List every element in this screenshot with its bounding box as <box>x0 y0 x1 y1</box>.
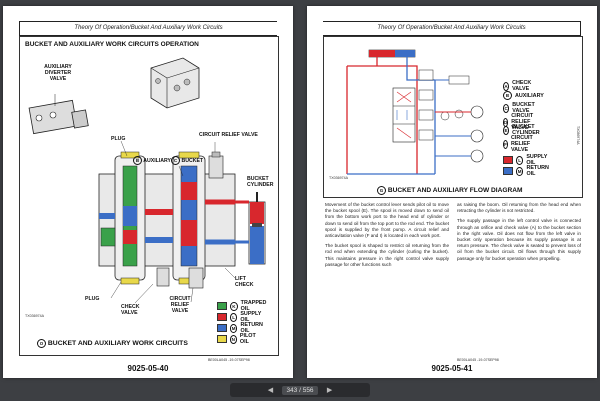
footer-ref: BE00LA045 -19-07SEP98 <box>457 358 499 362</box>
label-bucket-cylinder: BUCKET CYLINDER <box>247 176 274 188</box>
figure-caption: O BUCKET AND AUXILIARY WORK CIRCUITS <box>37 339 188 348</box>
callout-g: G <box>377 186 386 195</box>
callout-o: O <box>37 339 46 348</box>
right-page: Theory Of Operation/Bucket And Auxiliary… <box>307 6 597 378</box>
legend-label: SUPPLY OIL <box>526 154 548 166</box>
paragraph: The supply passage in the left control v… <box>457 218 581 261</box>
callout-b: B <box>133 156 142 165</box>
legend-label: RETURN OIL <box>240 322 263 334</box>
page-header: Theory Of Operation/Bucket And Auxiliary… <box>323 21 581 36</box>
diagram-code: TX036974A <box>329 176 348 180</box>
figure-frame <box>19 36 279 356</box>
callout-m: M <box>515 166 524 176</box>
label-plug-bottom: PLUG <box>85 296 100 302</box>
legend-label: TRAPPED OIL <box>240 300 267 312</box>
paragraph: The bucket spool is shaped to restrict o… <box>325 243 449 267</box>
body-column-right: as raising the boom. Oil returning from … <box>457 202 581 266</box>
svg-text:TX036974A: TX036974A <box>576 126 580 145</box>
callout-m: M <box>229 323 238 333</box>
callout-c: C <box>503 103 510 113</box>
label-circuit-relief-top: CIRCUIT RELIEF VALVE <box>199 132 258 138</box>
aux-diverter-valve-drawing <box>28 94 89 135</box>
legend-label: RETURN OIL <box>526 165 549 177</box>
previous-page-icon[interactable]: ◀ <box>267 387 274 394</box>
legend-label: AUXILIARY <box>515 92 544 99</box>
paragraph: as raising the boom. Oil returning from … <box>457 202 581 214</box>
callout-n: N <box>229 334 237 344</box>
callout-c: C <box>171 156 180 165</box>
body-column-left: Movement of the bucket control lever sen… <box>325 202 449 272</box>
callout-f: F <box>503 139 508 149</box>
legend-label: CHECK VALVE <box>512 80 532 92</box>
control-valve-cutaway-drawing <box>98 140 266 304</box>
hydraulic-valve-illustration <box>28 57 266 304</box>
diagram-title: G BUCKET AND AUXILIARY FLOW DIAGRAM <box>377 186 523 195</box>
flow-diagram-frame <box>323 36 583 198</box>
left-page: Theory Of Operation/Bucket And Auxiliary… <box>3 6 293 378</box>
label-auxiliary-text: AUXILIARY <box>143 158 172 164</box>
paragraph: Movement of the bucket control lever sen… <box>325 202 449 239</box>
figure-code: TX036974A <box>25 314 44 318</box>
footer-ref: BE00LA045 -19-07SEP98 <box>208 358 250 362</box>
callout-l: L <box>229 312 238 322</box>
page-number: 9025-05-41 <box>431 364 473 373</box>
label-lift-check: LIFT CHECK <box>235 276 254 288</box>
callout-e: E <box>503 125 510 135</box>
callout-l: L <box>515 155 524 165</box>
legend-label: PILOT OIL <box>239 333 256 345</box>
page-number: 9025-05-40 <box>127 364 169 373</box>
pdf-navigation-bar: ◀ 343 / 556 ▶ <box>230 383 370 397</box>
figure-caption-text: BUCKET AND AUXILIARY WORK CIRCUITS <box>47 340 188 347</box>
callout-b: B <box>503 91 512 100</box>
legend-label: CIRCUIT RELIEF VALVE <box>510 135 533 153</box>
legend-label: BUCKET VALVE <box>512 102 535 114</box>
page-header: Theory Of Operation/Bucket And Auxiliary… <box>19 21 277 36</box>
label-circuit-relief-bottom: CIRCUIT RELIEF VALVE <box>169 296 191 314</box>
flow-diagram-schematic: TX036974A <box>346 49 580 175</box>
label-bucket: C BUCKET <box>171 156 203 165</box>
callout-a: A <box>503 81 510 91</box>
callout-k: K <box>230 301 238 311</box>
label-aux-diverter-valve: AUXILIARY DIVERTER VALVE <box>44 64 72 82</box>
label-bucket-text: BUCKET <box>181 158 204 164</box>
legend-label: BUCKET CYLINDER <box>512 124 540 136</box>
valve-block-iso-drawing <box>150 57 200 109</box>
section-title: BUCKET AND AUXILIARY WORK CIRCUITS OPERA… <box>25 41 199 48</box>
legend-label: CIRCUIT RELIEF VALVE <box>511 113 534 131</box>
diagram-title-text: BUCKET AND AUXILIARY FLOW DIAGRAM <box>387 187 523 194</box>
label-auxiliary: B AUXILIARY <box>133 156 171 165</box>
next-page-icon[interactable]: ▶ <box>326 387 333 394</box>
label-check-valve: CHECK VALVE <box>121 304 140 316</box>
page-counter[interactable]: 343 / 556 <box>282 385 318 395</box>
legend-label: SUPPLY OIL <box>240 311 262 323</box>
label-plug-top: PLUG <box>111 136 126 142</box>
